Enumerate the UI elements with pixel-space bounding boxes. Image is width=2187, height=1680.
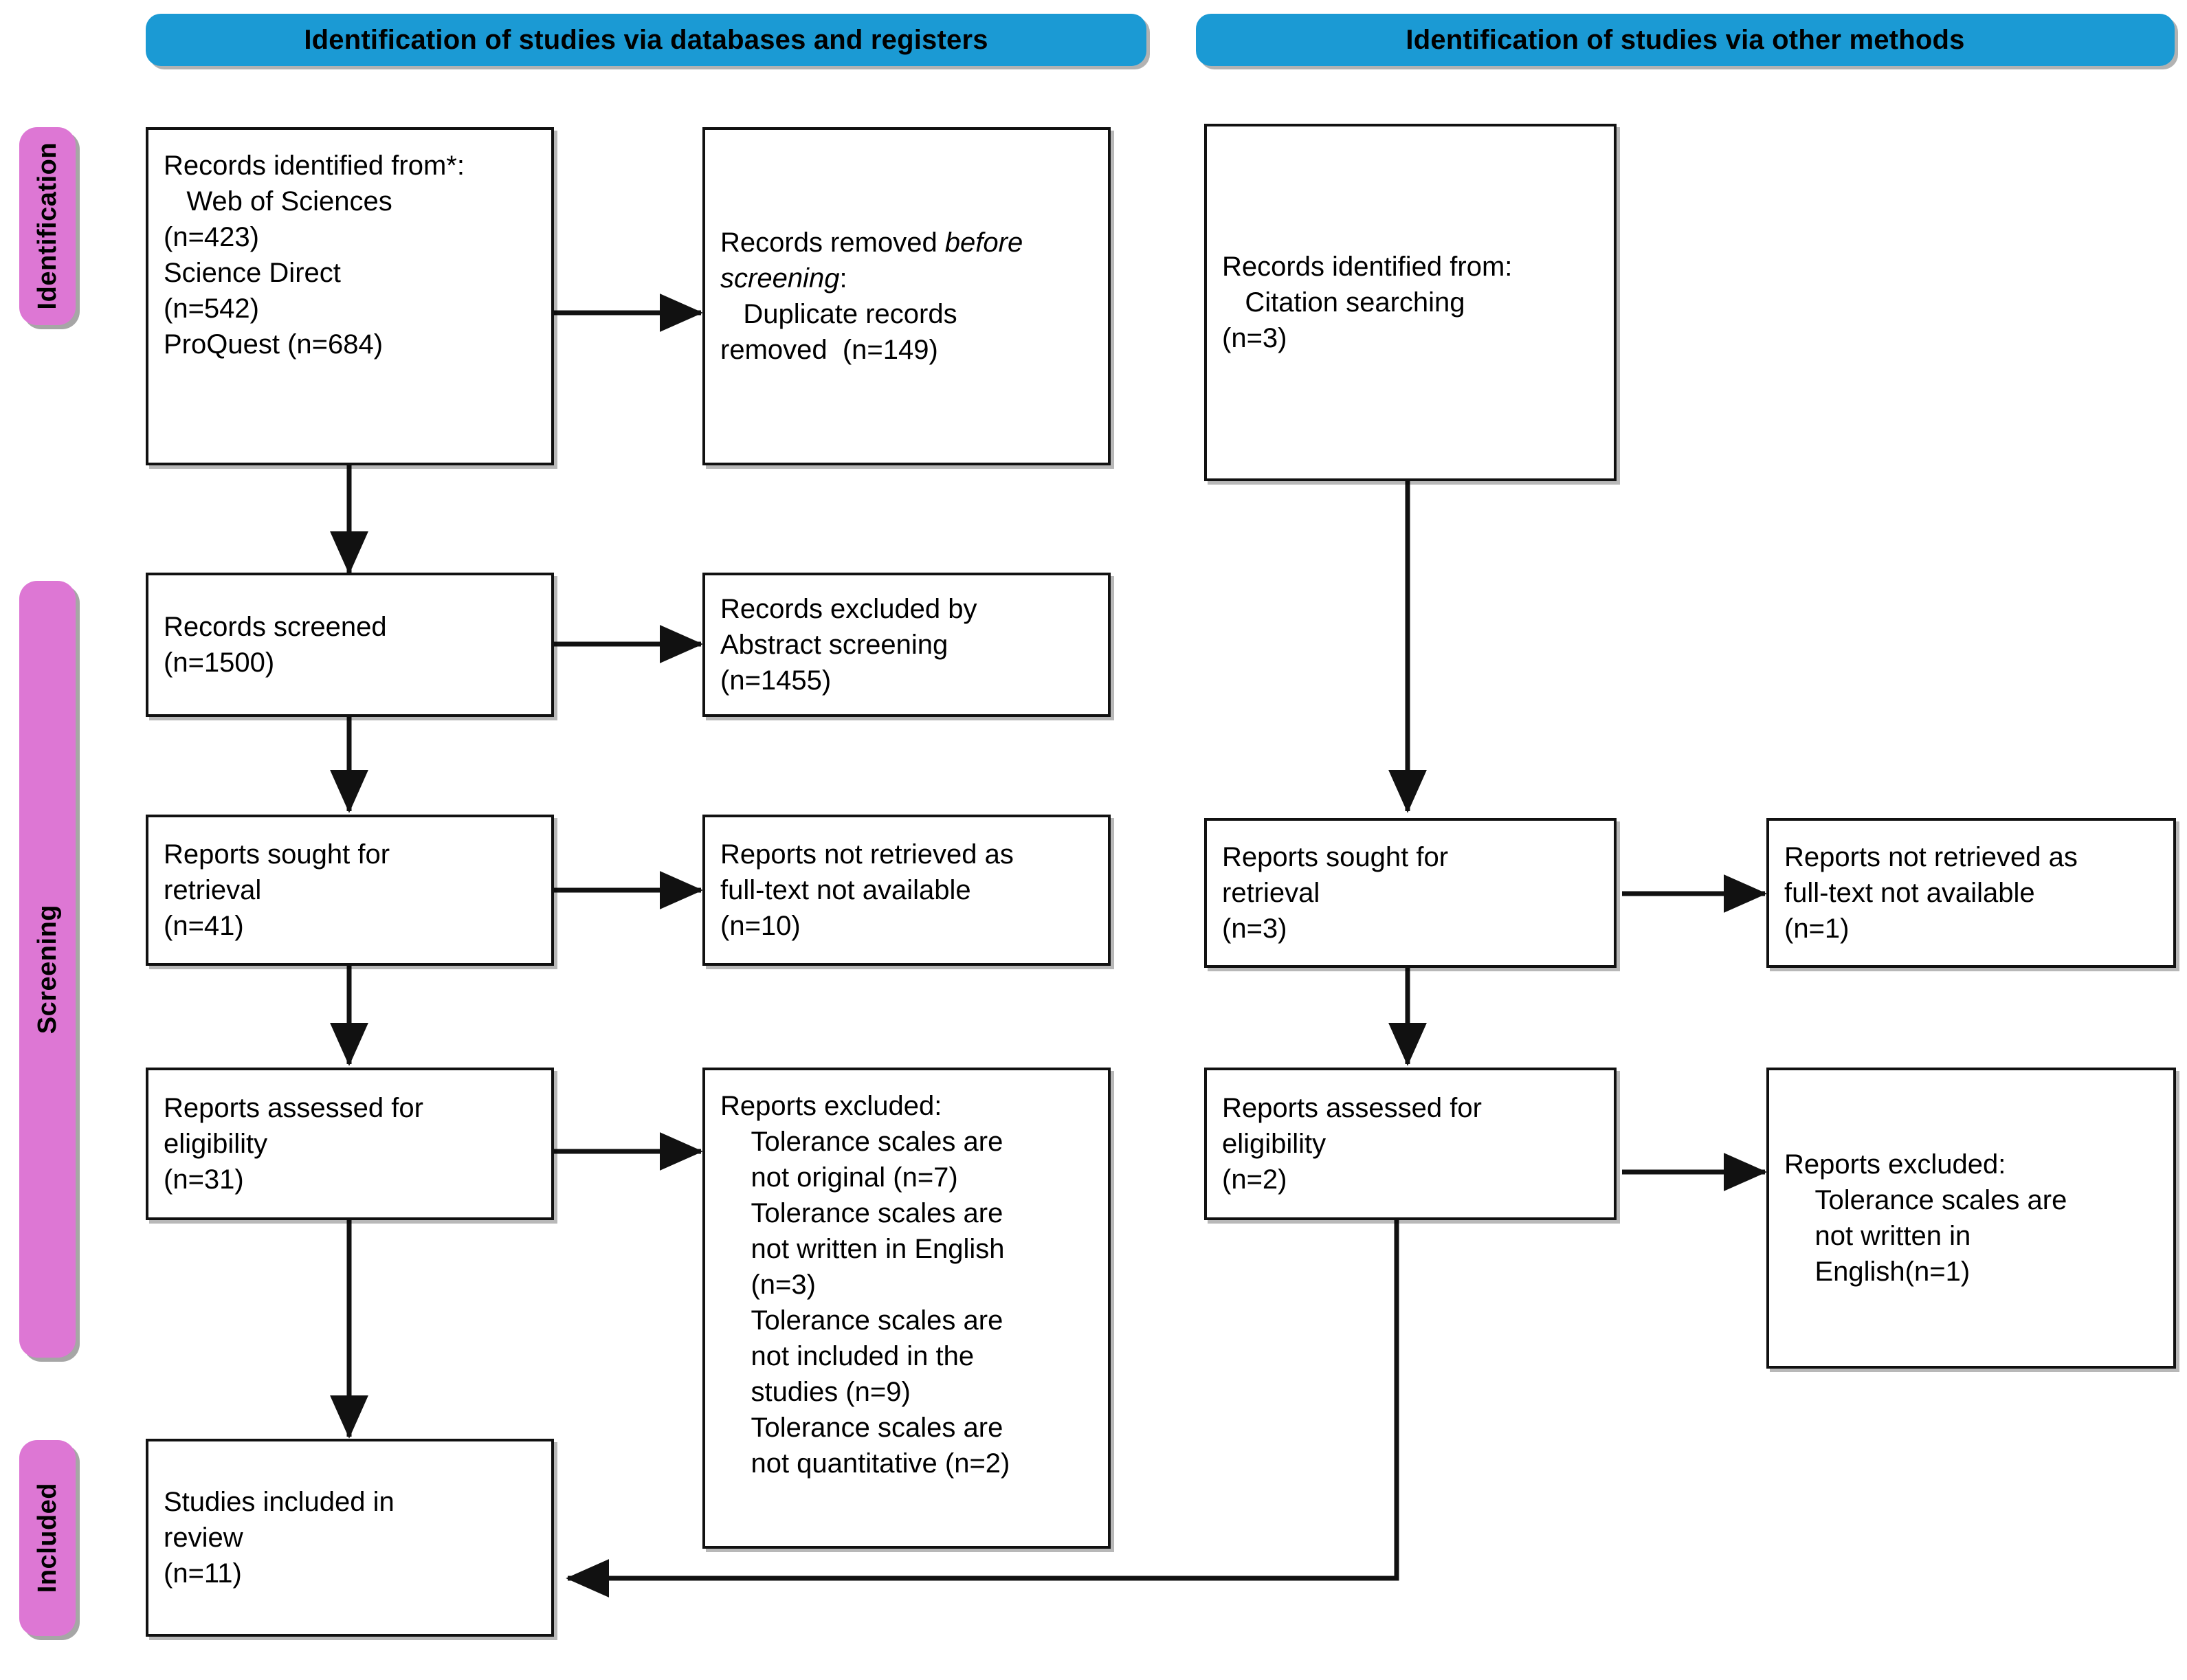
- phase-header-other-methods: Identification of studies via other meth…: [1196, 14, 2175, 66]
- box-records-identified-other: Records identified from: Citation search…: [1204, 124, 1617, 481]
- box-studies-included-text: Studies included in review (n=11): [164, 1487, 395, 1589]
- phase-header-databases: Identification of studies via databases …: [146, 14, 1146, 66]
- box-reports-not-retrieved-db-text: Reports not retrieved as full-text not a…: [720, 839, 1014, 941]
- box-reports-excluded-db: Reports excluded: Tolerance scales are n…: [702, 1068, 1111, 1549]
- box-reports-sought-db: Reports sought for retrieval (n=41): [146, 815, 554, 966]
- box-records-screened-text: Records screened (n=1500): [164, 612, 387, 678]
- box-records-removed-text: Records removed before screening: Duplic…: [705, 225, 1108, 368]
- box-reports-assessed-other-text: Reports assessed for eligibility (n=2): [1222, 1093, 1482, 1195]
- phase-header-other-methods-label: Identification of studies via other meth…: [1406, 24, 1965, 55]
- records-removed-suffix: : Duplicate records removed (n=149): [720, 263, 957, 365]
- stage-tab-screening: Screening: [19, 581, 76, 1358]
- phase-header-databases-label: Identification of studies via databases …: [304, 24, 988, 55]
- box-reports-sought-db-text: Reports sought for retrieval (n=41): [164, 839, 390, 941]
- box-records-identified: Records identified from*: Web of Science…: [146, 127, 554, 465]
- box-reports-sought-other: Reports sought for retrieval (n=3): [1204, 818, 1617, 968]
- box-reports-excluded-db-text: Reports excluded: Tolerance scales are n…: [720, 1091, 1010, 1479]
- box-records-excluded: Records excluded by Abstract screening (…: [702, 573, 1111, 717]
- box-records-identified-text: Records identified from*: Web of Science…: [164, 151, 465, 360]
- box-reports-excluded-other-text: Reports excluded: Tolerance scales are n…: [1784, 1149, 2067, 1287]
- box-reports-not-retrieved-other-text: Reports not retrieved as full-text not a…: [1784, 842, 2078, 944]
- box-records-removed: Records removed before screening: Duplic…: [702, 127, 1111, 465]
- records-removed-emphasis: before screening: [720, 228, 1031, 294]
- box-reports-not-retrieved-db: Reports not retrieved as full-text not a…: [702, 815, 1111, 966]
- stage-tab-included-label: Included: [32, 1483, 62, 1593]
- box-reports-excluded-other: Reports excluded: Tolerance scales are n…: [1766, 1068, 2176, 1369]
- box-studies-included: Studies included in review (n=11): [146, 1439, 554, 1637]
- box-reports-sought-other-text: Reports sought for retrieval (n=3): [1222, 842, 1449, 944]
- stage-tab-screening-label: Screening: [32, 904, 62, 1035]
- box-reports-assessed-db-text: Reports assessed for eligibility (n=31): [164, 1093, 423, 1195]
- records-removed-prefix: Records removed: [720, 228, 945, 258]
- box-reports-assessed-other: Reports assessed for eligibility (n=2): [1204, 1068, 1617, 1220]
- box-reports-assessed-db: Reports assessed for eligibility (n=31): [146, 1068, 554, 1220]
- stage-tab-included: Included: [19, 1440, 76, 1636]
- box-records-screened: Records screened (n=1500): [146, 573, 554, 717]
- box-records-identified-other-text: Records identified from: Citation search…: [1222, 252, 1513, 353]
- box-records-excluded-text: Records excluded by Abstract screening (…: [720, 594, 977, 696]
- stage-tab-identification: Identification: [19, 127, 76, 325]
- stage-tab-identification-label: Identification: [32, 142, 62, 310]
- box-reports-not-retrieved-other: Reports not retrieved as full-text not a…: [1766, 818, 2176, 968]
